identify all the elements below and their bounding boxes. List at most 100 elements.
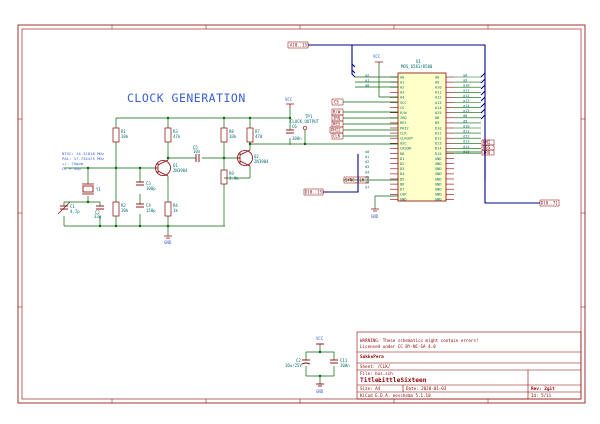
tb-rev: Rev: 2git (531, 386, 555, 392)
label-d-bus-right: D[0..7] (541, 201, 558, 206)
ic-pin-left-name: A0 (400, 75, 404, 79)
ic-pin-right-name: A14 (435, 106, 442, 110)
ic-net-label-right: a12 (463, 94, 470, 98)
tb-id: Id: 5/11 (531, 393, 552, 398)
resistor-r7 (246, 127, 254, 143)
r1-value: 10k (121, 134, 129, 139)
resistor-r3 (164, 127, 172, 143)
ic-pin-left-name: D6 (400, 182, 404, 186)
ic-net-label-right: a14 (463, 104, 470, 108)
c2-value: 33p (94, 214, 102, 219)
gnd-symbol-ic (371, 208, 379, 212)
ic-net-label-left: a0 (365, 84, 369, 88)
ic-pin-right-name: GND (435, 188, 442, 192)
sheet-border-outer (17, 24, 586, 404)
r3-value: 47k (173, 134, 181, 139)
tb-kicad: KiCad E.D.A. eeschema 5.1.10 (360, 393, 431, 398)
svg-text:C3: C3 (146, 181, 151, 186)
tp1-ref: TP1 (305, 114, 313, 119)
ic-net-label-right: d12 (463, 135, 470, 139)
tb-title-label: Title: (360, 376, 382, 384)
power-c2-ref: C11 (340, 358, 348, 363)
ic-pin-right-name: GND (435, 172, 442, 176)
tb-date: Date: 2020-01-03 (406, 386, 447, 391)
ic-pin-right-name: GND (435, 167, 442, 171)
ic-net-label-left: a1 (365, 79, 369, 83)
trimmer-arrow (57, 201, 71, 215)
transistor-q1 (155, 159, 171, 177)
ic-pin-right-name: D9 (435, 121, 439, 125)
sheet-border-inner (21, 28, 582, 400)
label-cs: CS (334, 100, 339, 105)
tp1-value: CLOCK_OUTPUT (290, 119, 319, 124)
tb-license: Licensed under CC BY-NC-SA 4.0 (360, 344, 436, 349)
junction-dots (86, 116, 307, 228)
r7-value: 470 (255, 134, 263, 139)
ic-pin-left-name: OSC (400, 142, 407, 146)
label-phi2: PHI2 (331, 128, 341, 133)
ic-pin-left-name: D7 (400, 188, 404, 192)
ic-pin-right-name: GND (435, 177, 442, 181)
svg-text:NTSC: 14.31818 MHz: NTSC: 14.31818 MHz (62, 151, 104, 156)
ic-net-label-right: d14 (463, 145, 470, 149)
r2-value: 10k (121, 208, 129, 213)
ic-pin-left-name: PHI2 (400, 126, 409, 130)
label-right-res: RES (483, 145, 491, 150)
gnd-label-ic: GND (371, 214, 379, 219)
ic-pin-left-name: D4 (400, 172, 404, 176)
ic-pin-right-name: A15 (435, 111, 442, 115)
r9-value: 3.9k (229, 176, 239, 181)
svg-text:R3: R3 (173, 129, 178, 134)
power-block-junctions (318, 350, 322, 378)
ic-pin-left-name: D5 (400, 177, 404, 181)
label-sync: SYNC_CLK (345, 178, 365, 183)
power-block-caps (301, 343, 338, 387)
ic-signal-wires (343, 62, 482, 209)
ic-net-label-right: d10 (463, 124, 470, 128)
ic-pin-left-name: D3 (400, 167, 404, 171)
ic-pin-right-name: GND (435, 198, 442, 202)
ic-pin-right-name: A8 (435, 75, 439, 79)
ic-pin-right-name: GND (435, 162, 442, 166)
ic-u1-ref: U1 (416, 59, 421, 64)
label-right-nmi: NMI (483, 140, 491, 145)
resistors (112, 127, 254, 217)
c5-value: 10n (193, 149, 201, 154)
label-irq: IRQ (333, 116, 341, 121)
ic-pin-right-name: A11 (435, 91, 442, 95)
vcc-flag-clock (286, 103, 294, 108)
c6-value: 100n (292, 136, 302, 141)
clock-circuit-wires (63, 108, 360, 236)
title-block-frame (356, 331, 582, 400)
q1-value: 2N3904 (173, 168, 188, 173)
ic-pin-left-name: A3 (400, 91, 404, 95)
ic-net-label-left: d7 (365, 186, 369, 190)
svg-text:R4: R4 (173, 203, 178, 208)
svg-text:+/- 75ppm: +/- 75ppm (62, 161, 84, 166)
test-point-tp1 (302, 125, 308, 131)
ic-pin-right-name: GND (435, 157, 442, 161)
ic-net-label-right: d8 (463, 114, 467, 118)
ic-pin-left-name: CAP (400, 193, 407, 197)
ic-pin-left-name: A4 (400, 96, 404, 100)
power-c2-value: 100n (340, 363, 350, 368)
resistor-r9 (220, 169, 228, 185)
label-res: RES (333, 122, 341, 127)
ic-net-label-right: a13 (463, 99, 470, 103)
r4-value: 1k (173, 208, 178, 213)
resistor-r1 (112, 127, 120, 143)
gnd-label-power: GND (316, 389, 324, 394)
c1-value: 4.7p (70, 209, 80, 214)
ic-pin-left-name: IRQ (400, 116, 407, 120)
tb-warning: WARNING: These schematics might contain … (360, 338, 479, 343)
gnd-label-clock: GND (164, 240, 172, 245)
ic-u1-body (397, 72, 447, 202)
tb-sheet: Sheet: /CLK/ (360, 364, 391, 369)
vcc-label-clock: VCC (285, 97, 293, 102)
gnd-symbol-clock (164, 235, 172, 239)
label-right-irq: IRQ (483, 150, 491, 155)
oscillator-note: NTSC: 14.31818 MHz PAL: 17.734475 MHz +/… (62, 151, 104, 171)
